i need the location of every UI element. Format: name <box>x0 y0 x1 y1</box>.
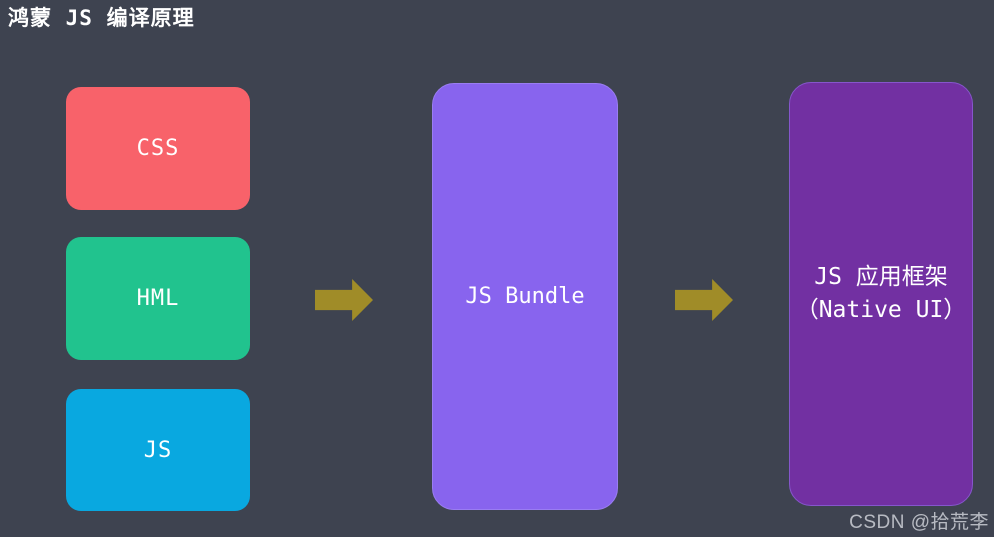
source-box-js: JS <box>66 389 250 511</box>
source-box-js-label: JS <box>143 437 173 463</box>
bundle-box: JS Bundle <box>432 83 618 510</box>
bundle-box-label: JS Bundle <box>465 283 585 309</box>
source-box-css-label: CSS <box>136 136 180 161</box>
framework-box-label-line1: JS 应用框架 <box>814 263 948 290</box>
framework-box: JS 应用框架 （Native UI） <box>789 82 973 506</box>
source-box-css: CSS <box>66 87 250 210</box>
source-box-hml-label: HML <box>136 286 180 311</box>
right-arrow-icon <box>315 279 373 321</box>
source-box-hml: HML <box>66 237 250 360</box>
framework-box-label-line2: （Native UI） <box>795 297 967 323</box>
page-title: 鸿蒙 JS 编译原理 <box>8 6 195 30</box>
right-arrow-icon <box>675 279 733 321</box>
csdn-watermark: CSDN @拾荒李 <box>849 512 989 533</box>
